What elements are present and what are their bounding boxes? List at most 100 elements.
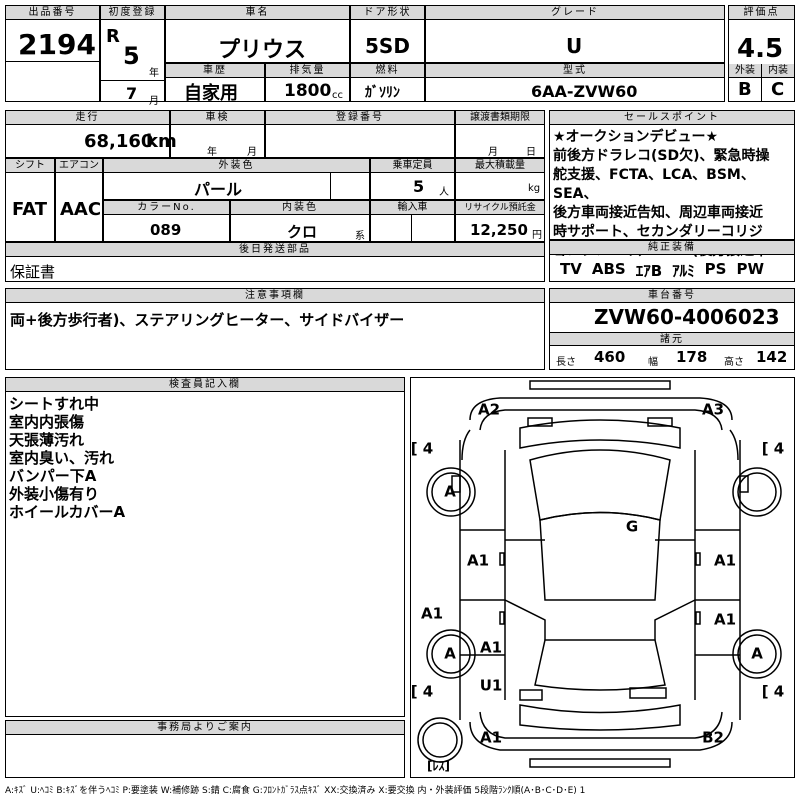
sales-box: セールスポイント ★オークションデビュー★前後方ドラレコ(SD欠)、緊急時操舵支…: [549, 110, 795, 259]
regno-box: 登録番号: [265, 110, 455, 158]
equipment-label: 純正装備: [550, 241, 794, 255]
recycle-value: 12,250: [470, 221, 528, 239]
damage-mark: A1: [480, 639, 502, 657]
insp-year-unit: 年: [207, 147, 217, 158]
shift-label: シフト: [6, 159, 54, 173]
mileage-unit: km: [146, 131, 177, 152]
color-box: 外装色 パール: [103, 158, 370, 200]
regno-label: 登録番号: [266, 111, 454, 125]
displacement-box: 排気量 1800 cc: [265, 63, 350, 102]
colorno-box: カラーNo. 089: [103, 200, 230, 242]
len-value: 460: [594, 348, 626, 366]
notes-text: 両+後方歩行者)、ステアリングヒーター、サイドバイザー: [10, 311, 405, 329]
tire-mark: [ 4: [762, 683, 785, 701]
score-label: 評価点: [729, 6, 794, 20]
spare-tire-label: [ﾚｽ]: [427, 759, 450, 773]
transfer-label: 譲渡書類期限: [456, 111, 544, 125]
hgt-value: 142: [756, 348, 788, 366]
door-label: ドア形状: [351, 6, 424, 20]
damage-mark: U1: [480, 677, 503, 695]
damage-mark: A1: [421, 605, 443, 623]
damage-mark: G: [626, 518, 638, 536]
colorno-value: 089: [150, 221, 182, 239]
damage-mark: A: [444, 645, 456, 663]
reg-month: 7: [126, 84, 138, 103]
equipment-item: PW: [736, 260, 764, 278]
model-label: 型式: [426, 64, 724, 78]
history-label: 車歴: [166, 64, 264, 78]
history-value: 自家用: [184, 83, 238, 104]
intcolor-value: クロ: [287, 223, 318, 241]
history-box: 車歴 自家用: [165, 63, 265, 104]
firstreg-label: 初度登録: [101, 6, 164, 20]
grade-label: グレード: [426, 6, 724, 20]
damage-mark: A2: [478, 401, 500, 419]
notes-label: 注意事項欄: [6, 289, 544, 303]
color-value: パール: [194, 180, 243, 199]
lot-label: 出品番号: [6, 6, 99, 20]
sales-line: 前後方ドラレコ(SD欠)、緊急時操: [553, 148, 770, 164]
later-parts-box: 後日発送部品 保証書: [5, 242, 545, 282]
disp-value: 1800: [284, 81, 332, 101]
office-box: 事務局よりご案内: [5, 720, 405, 778]
tire-mark: [ 4: [411, 683, 434, 701]
recycle-label: リサイクル預託金: [456, 201, 544, 215]
load-label: 最大積載量: [456, 159, 544, 173]
equipment-item: ｱﾙﾐ: [672, 262, 695, 280]
model-value: 6AA-ZVW60: [531, 82, 638, 101]
reg-year: 5: [123, 42, 140, 70]
dims-label: 諸元: [550, 332, 794, 346]
damage-mark: A1: [480, 729, 502, 747]
int-label: 内装: [762, 64, 794, 78]
wid-label: 幅: [648, 357, 658, 368]
model-box: 型式 6AA-ZVW60: [425, 63, 725, 102]
load-unit: kg: [528, 183, 541, 194]
name-box: 車名 プリウス: [165, 5, 350, 63]
car-name: プリウス: [218, 38, 307, 63]
equipment-item: PS: [704, 260, 727, 278]
first-registration-box: 初度登録 R 5 年 7 月: [100, 5, 165, 107]
damage-mark: A1: [714, 611, 736, 629]
sales-line: 時サポート、セカンダリーコリジ: [553, 224, 763, 240]
chassis-box: 車台番号 ZVW60-4006023 諸元 長さ 460 幅 178 高さ 14…: [549, 288, 795, 370]
colorno-label: カラーNo.: [104, 201, 229, 215]
inspector-line: 室内臭い、汚れ: [9, 449, 115, 467]
mileage-label: 走行: [6, 111, 169, 125]
legend-text: A:ｷｽﾞ U:ﾍｺﾐ B:ｷｽﾞを伴うﾍｺﾐ P:要塗装 W:補修跡 S:錆 …: [5, 786, 586, 796]
lot-number: 2194: [18, 28, 96, 61]
shift-value: FAT: [12, 199, 48, 220]
mileage-value: 68,160: [84, 131, 154, 152]
ac-label: エアコン: [56, 159, 102, 173]
recycle-box: リサイクル預託金 12,250 円: [455, 200, 545, 242]
damage-mark: A1: [714, 552, 736, 570]
year-unit: 年: [149, 68, 159, 79]
inspector-line: バンパー下A: [9, 467, 97, 485]
equipment-item: ABS: [591, 260, 626, 278]
sales-label: セールスポイント: [550, 111, 794, 125]
grade-box: グレード U: [425, 5, 725, 63]
damage-mark: A1: [467, 552, 489, 570]
transfer-day-unit: 日: [526, 147, 536, 158]
intcolor-label: 内装色: [231, 201, 369, 215]
inspector-line: 外装小傷有り: [9, 485, 100, 503]
ext-label: 外装: [729, 64, 761, 78]
cap-label: 乗車定員: [371, 159, 454, 173]
later-label: 後日発送部品: [6, 243, 544, 257]
grade-value: U: [566, 34, 583, 58]
import-box: 輸入車: [370, 200, 455, 242]
cap-value: 5: [413, 177, 425, 196]
ac-value: AAC: [60, 199, 102, 220]
door-value: 5SD: [365, 34, 410, 58]
later-value: 保証書: [10, 263, 56, 281]
color-label: 外装色: [104, 159, 369, 173]
sales-line: 舵支援、FCTA、LCA、BSM、SEA、: [553, 167, 755, 202]
disp-label: 排気量: [266, 64, 349, 78]
chassis-label: 車台番号: [550, 289, 794, 303]
hgt-label: 高さ: [724, 357, 744, 368]
inspector-line: ホイールカバーA: [9, 503, 126, 521]
capacity-box: 乗車定員 5 人: [370, 158, 455, 200]
